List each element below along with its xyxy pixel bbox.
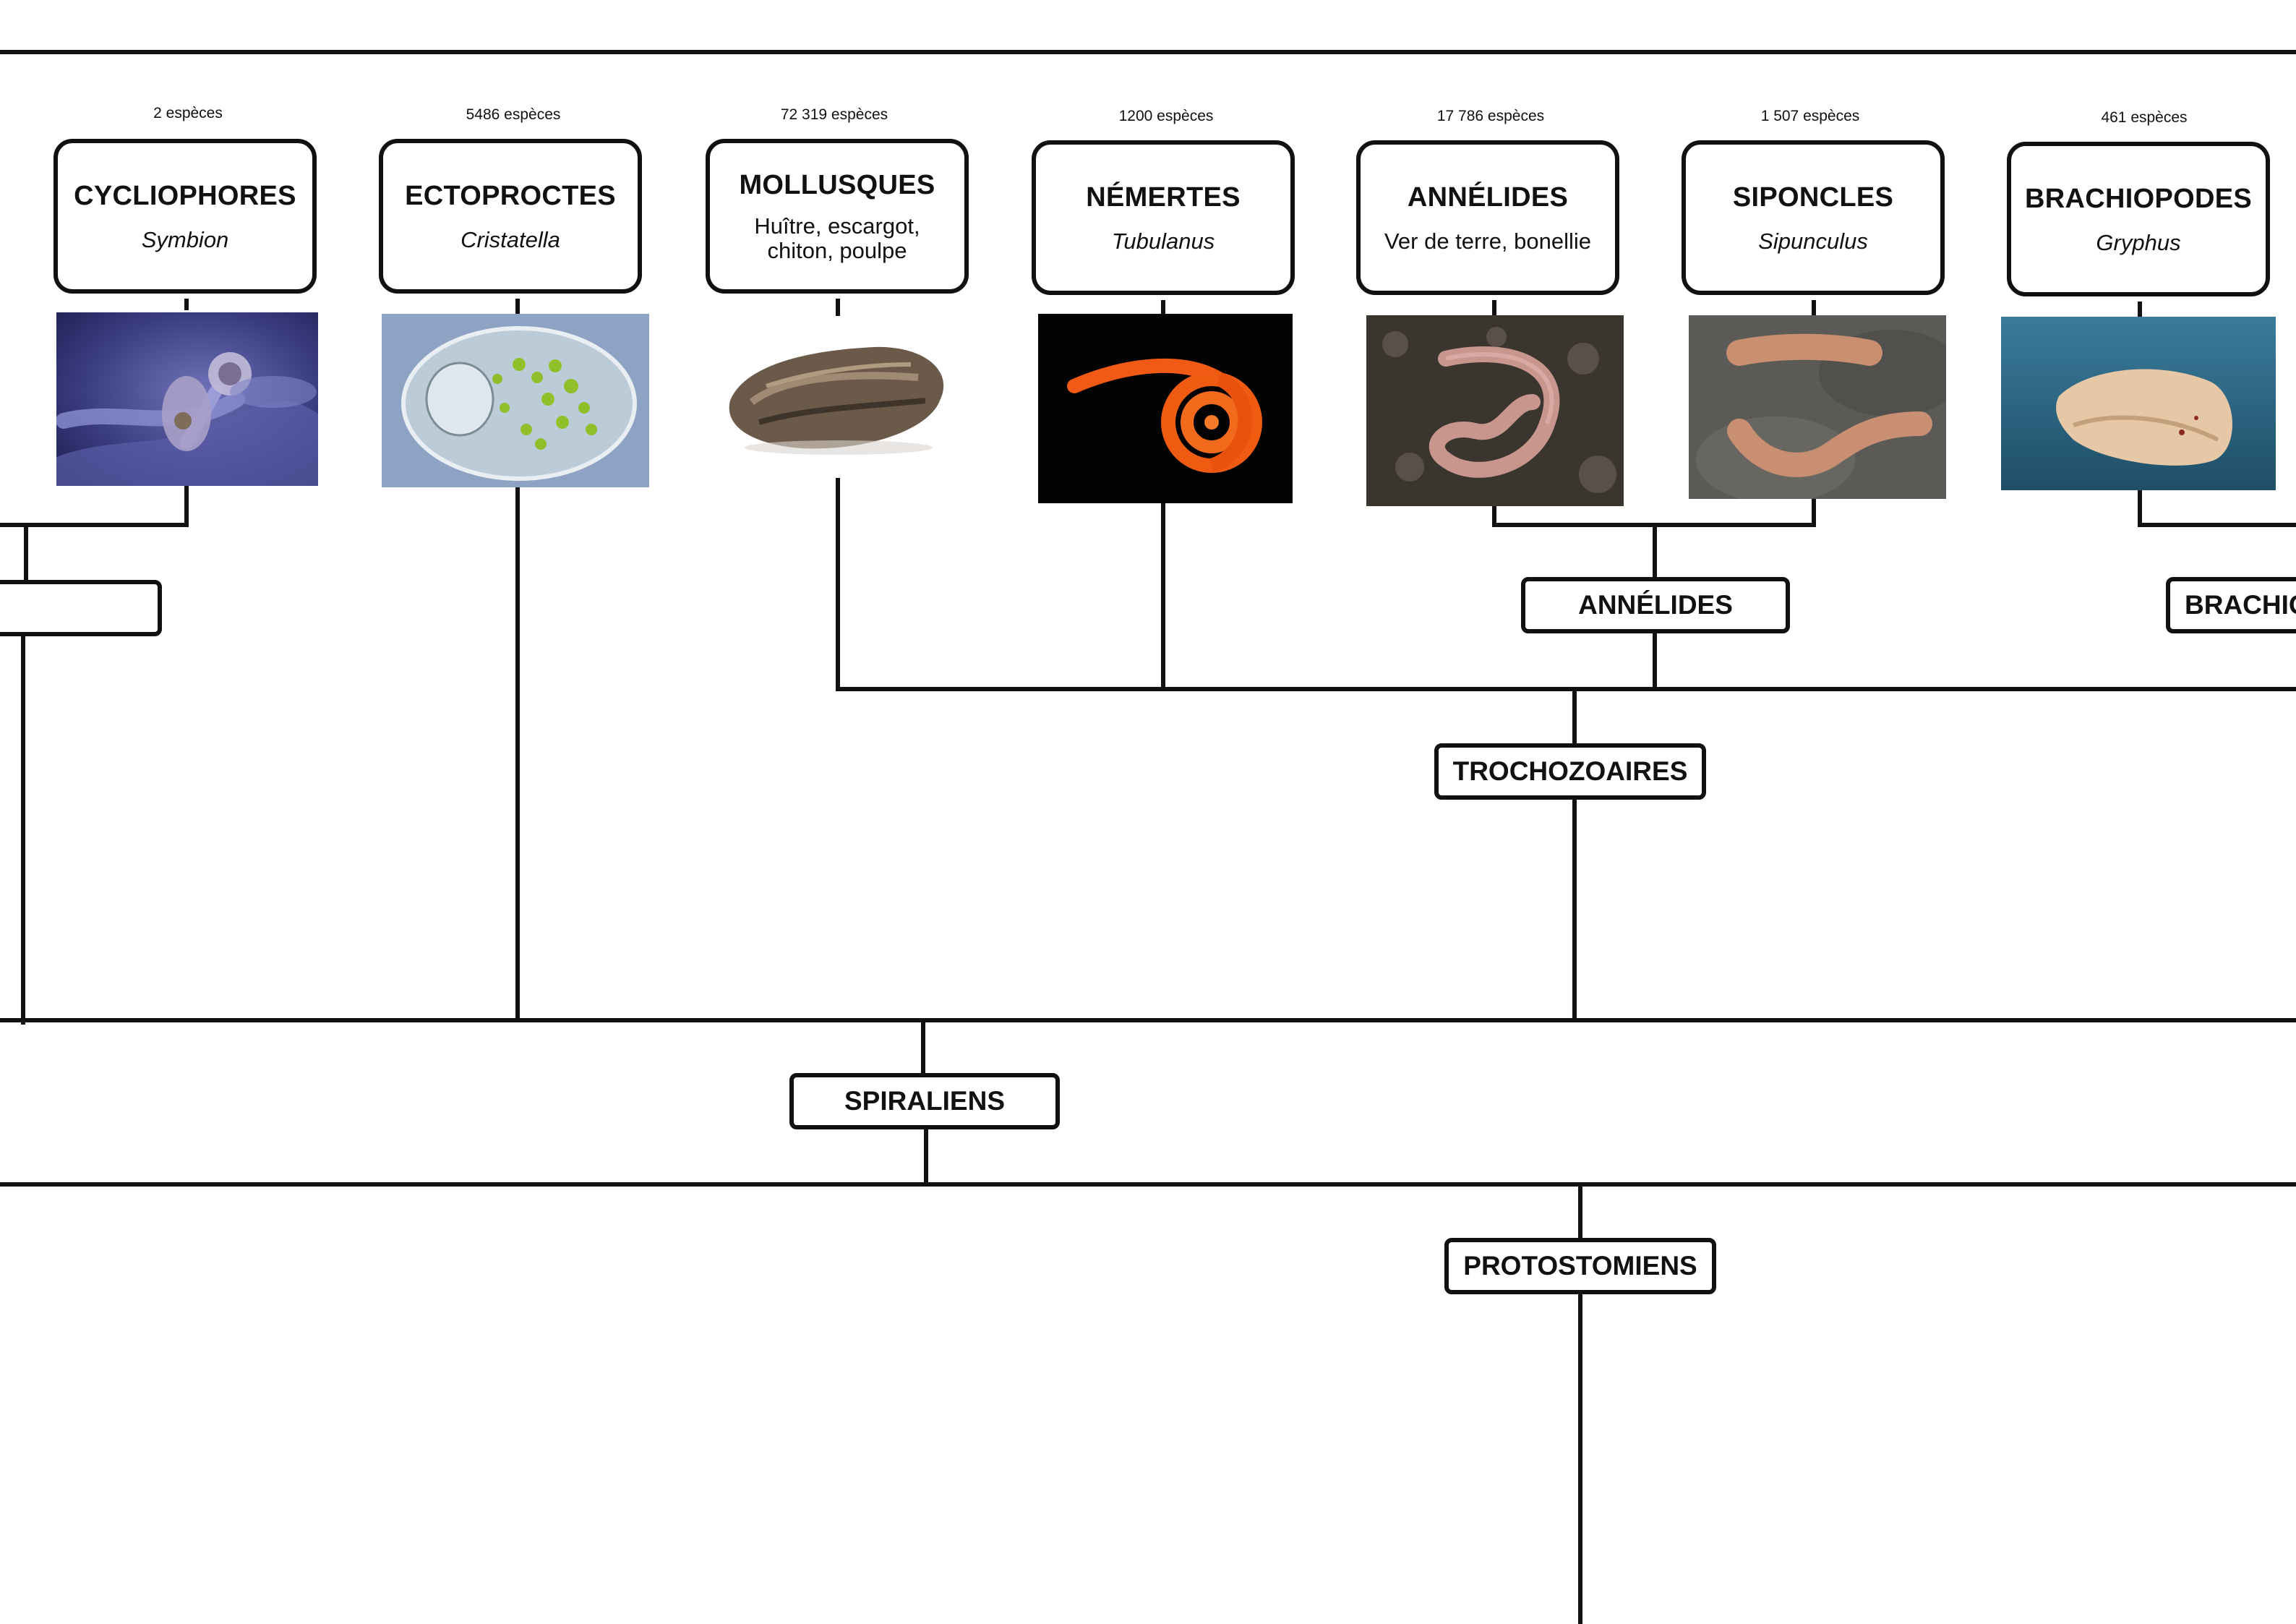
taxon-box-siponcles: SIPONCLES Sipunculus: [1682, 140, 1945, 295]
ectoprocte-photo: [382, 314, 649, 487]
species-count-brachiopodes: 461 espèces: [2101, 109, 2188, 126]
taxon-example: Sipunculus: [1758, 228, 1868, 254]
taxon-name: SIPONCLES: [1732, 181, 1894, 213]
taxon-example: Gryphus: [2096, 229, 2181, 255]
species-count-cycliophores: 2 espèces: [153, 105, 223, 121]
taxon-box-ectoproctes: ECTOPROCTES Cristatella: [379, 139, 642, 294]
taxon-name: BRACHIOPODES: [2025, 183, 2252, 214]
species-count-nemertes: 1200 espèces: [1118, 108, 1214, 124]
species-count-mollusques: 72 319 espèces: [780, 106, 888, 123]
clade-label-protostomiens: PROTOSTOMIENS: [1444, 1238, 1716, 1294]
taxon-example: Ver de terre, bonellie: [1384, 228, 1592, 254]
taxon-example: Cristatella: [461, 226, 560, 252]
taxon-box-brachiopodes: BRACHIOPODES Gryphus: [2007, 142, 2270, 296]
clade-label-spiraliens: SPIRALIENS: [789, 1073, 1060, 1129]
clade-label-left-unnamed: [0, 580, 162, 636]
clade-label-annelides: ANNÉLIDES: [1521, 577, 1790, 633]
cycliophore-photo: [56, 312, 318, 486]
taxon-name: CYCLIOPHORES: [74, 180, 296, 211]
clade-label-trochozoaires: TROCHOZOAIRES: [1434, 743, 1706, 800]
nemertean-photo: [1038, 314, 1293, 503]
clade-label-brachiopodes: BRACHIOPODES: [2166, 577, 2296, 633]
brachiopod-photo: [2001, 317, 2276, 490]
taxon-box-cycliophores: CYCLIOPHORES Symbion: [53, 139, 317, 294]
taxon-box-nemertes: NÉMERTES Tubulanus: [1032, 140, 1295, 295]
oyster-photo: [723, 321, 954, 466]
species-count-ectoproctes: 5486 espèces: [466, 106, 561, 123]
taxon-name: ECTOPROCTES: [405, 180, 616, 211]
taxon-example: Huître, escargot, chiton, poulpe: [754, 213, 920, 263]
taxon-name: NÉMERTES: [1086, 181, 1241, 213]
sipuncula-photo: [1689, 315, 1946, 499]
taxon-name: MOLLUSQUES: [739, 169, 935, 200]
earthworm-photo: [1366, 315, 1624, 506]
taxon-name: ANNÉLIDES: [1407, 181, 1569, 213]
species-count-annelides: 17 786 espèces: [1436, 108, 1545, 124]
taxon-example: Tubulanus: [1111, 228, 1215, 254]
taxon-box-annelides: ANNÉLIDES Ver de terre, bonellie: [1356, 140, 1619, 295]
taxon-box-mollusques: MOLLUSQUES Huître, escargot, chiton, pou…: [706, 139, 969, 294]
taxon-example: Symbion: [141, 226, 229, 252]
species-count-siponcles: 1 507 espèces: [1760, 108, 1860, 124]
